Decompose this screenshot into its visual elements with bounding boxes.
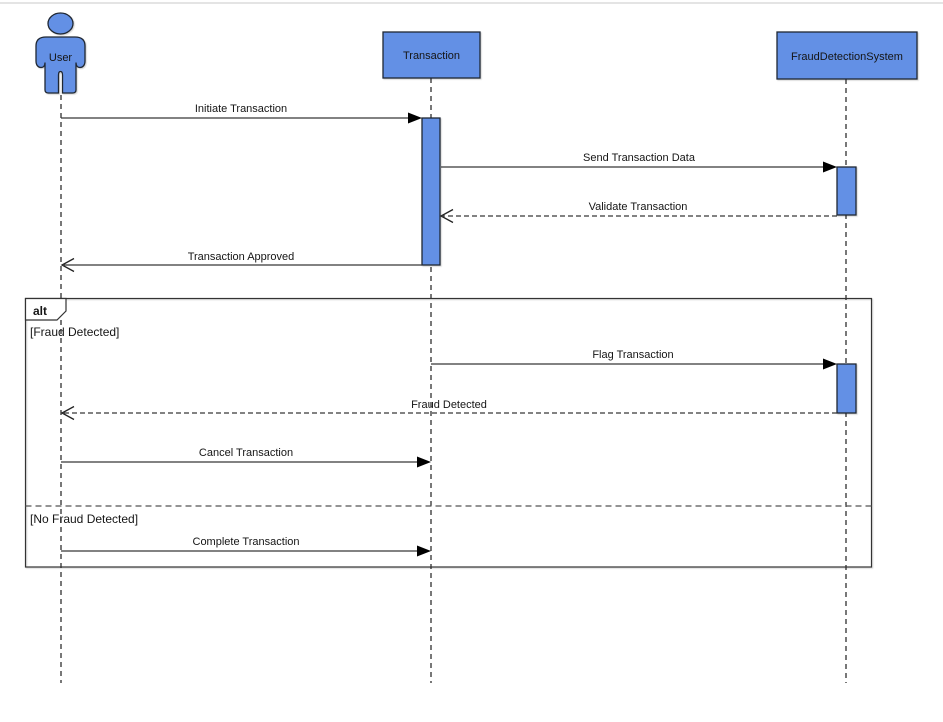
object-box-transaction-label: Transaction <box>403 50 460 62</box>
alt-operator-label: alt <box>33 304 47 318</box>
activation-bar-fds-flag[interactable] <box>836 363 857 414</box>
arrowhead-filled-icon <box>408 112 422 124</box>
message-label: Send Transaction Data <box>583 152 696 164</box>
alt-operator-pentagon <box>24 297 67 321</box>
guard-fraud-detected: [Fraud Detected] <box>30 325 119 339</box>
message-label: Validate Transaction <box>589 201 688 213</box>
alt-fragment-frame <box>24 297 873 568</box>
object-box-frauddetectionsystem-rect <box>776 31 918 80</box>
arrowhead-open-icon <box>439 208 454 224</box>
message-label: Complete Transaction <box>193 536 300 548</box>
object-box-transaction[interactable]: Transaction <box>382 31 481 79</box>
actor-body-shape <box>35 36 86 94</box>
message-label: Transaction Approved <box>188 251 295 263</box>
message-complete-transaction[interactable]: Complete Transaction <box>61 536 431 557</box>
arrowhead-open-icon <box>60 257 75 273</box>
object-box-transaction-rect <box>382 31 481 79</box>
actor-head-shape <box>47 12 74 35</box>
actor-user[interactable]: User <box>35 12 86 94</box>
message-initiate-transaction[interactable]: Initiate Transaction <box>61 103 422 124</box>
message-label: Fraud Detected <box>411 399 487 411</box>
arrowhead-filled-icon <box>823 358 837 370</box>
arrowhead-filled-icon <box>417 456 431 468</box>
actor-user-label: User <box>49 52 73 64</box>
message-flag-transaction[interactable]: Flag Transaction <box>431 349 837 370</box>
alt-fragment[interactable]: alt [Fraud Detected] [No Fraud Detected] <box>24 297 873 568</box>
activation-bar-transaction[interactable] <box>421 117 441 266</box>
message-validate-transaction[interactable]: Validate Transaction <box>439 201 837 224</box>
message-label: Flag Transaction <box>592 349 673 361</box>
message-label: Cancel Transaction <box>199 447 293 459</box>
guard-no-fraud-detected: [No Fraud Detected] <box>30 512 138 526</box>
object-box-frauddetectionsystem-label: FraudDetectionSystem <box>791 51 903 63</box>
person-actor-icon <box>35 12 86 94</box>
message-fraud-detected[interactable]: Fraud Detected <box>60 399 837 421</box>
message-cancel-transaction[interactable]: Cancel Transaction <box>61 447 431 468</box>
message-send-transaction-data[interactable]: Send Transaction Data <box>441 152 837 173</box>
message-transaction-approved[interactable]: Transaction Approved <box>60 251 422 273</box>
arrowhead-filled-icon <box>823 161 837 173</box>
message-label: Initiate Transaction <box>195 103 287 115</box>
object-box-frauddetectionsystem[interactable]: FraudDetectionSystem <box>776 31 918 80</box>
arrowhead-open-icon <box>60 405 75 421</box>
activation-bar-fds-validate[interactable] <box>836 166 857 216</box>
arrowhead-filled-icon <box>417 545 431 557</box>
